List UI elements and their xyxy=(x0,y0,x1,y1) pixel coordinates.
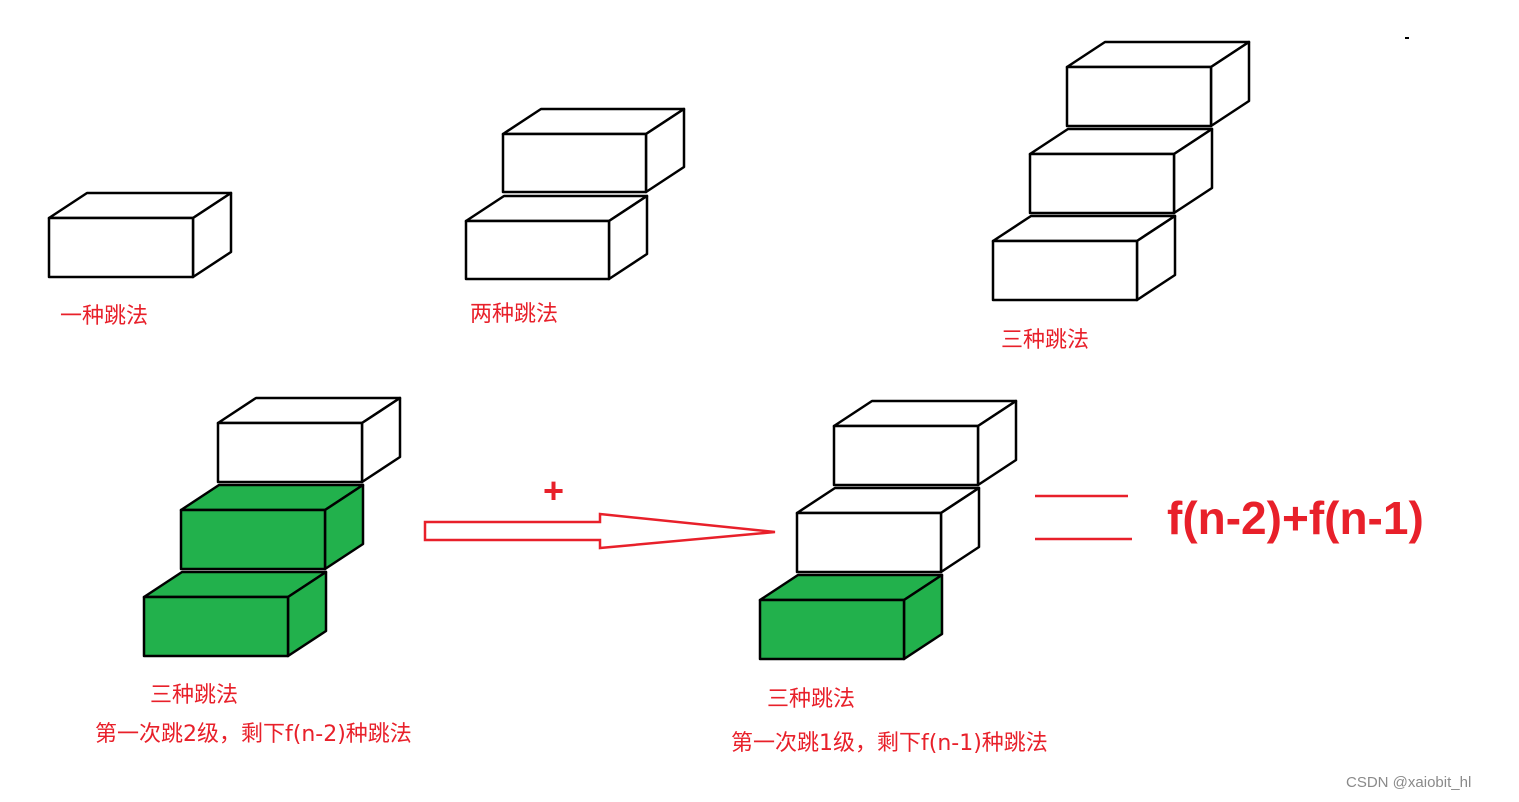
block-front-face xyxy=(832,424,980,487)
staircase-jump-one-first xyxy=(758,399,1018,661)
staircase-one-step xyxy=(47,191,233,279)
block-front-face xyxy=(464,219,611,281)
jump-two-first-note: 第一次跳2级，剩下f(n-2)种跳法 xyxy=(95,722,412,747)
block-front-face xyxy=(47,216,195,279)
two-ways-label: 两种跳法 xyxy=(470,302,559,327)
three-ways-label-left: 三种跳法 xyxy=(150,683,239,708)
three-ways-label-right: 三种跳法 xyxy=(767,687,856,712)
three-ways-label-top: 三种跳法 xyxy=(1001,328,1090,353)
staircase-jump-two-first xyxy=(142,396,402,658)
block-front-face xyxy=(501,132,648,194)
block-front-face xyxy=(758,598,906,661)
plus-sign: + xyxy=(543,470,565,511)
staircase-two-steps xyxy=(464,107,686,281)
one-way-label: 一种跳法 xyxy=(60,304,149,329)
block-front-face xyxy=(795,511,943,574)
block-front-face xyxy=(1028,152,1176,215)
block-front-face xyxy=(1065,65,1213,128)
block-front-face xyxy=(216,421,364,484)
block-front-face xyxy=(179,508,327,571)
staircase-three-steps xyxy=(991,40,1251,302)
recurrence-formula: f(n-2)+f(n-1) xyxy=(1167,492,1424,544)
block-front-face xyxy=(142,595,290,658)
block-front-face xyxy=(991,239,1139,302)
jump-one-first-note: 第一次跳1级，剩下f(n-1)种跳法 xyxy=(731,731,1048,756)
watermark: CSDN @xaiobit_hl xyxy=(1346,774,1472,791)
right-arrow-icon xyxy=(423,512,776,550)
